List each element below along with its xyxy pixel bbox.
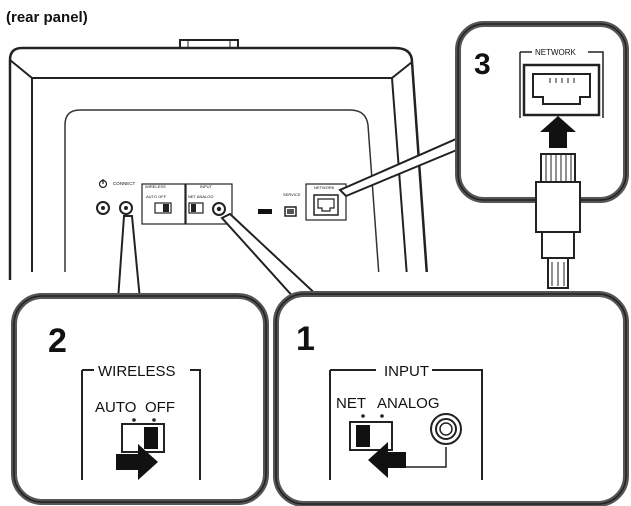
step3-number: 3 xyxy=(474,48,491,81)
input-analog-label: ANALOG xyxy=(377,395,440,412)
step1-number: 1 xyxy=(296,320,315,358)
input-title: INPUT xyxy=(384,363,429,380)
svg-text:SERVICE: SERVICE xyxy=(283,192,301,197)
input-label-small: INPUT xyxy=(200,184,213,189)
callout-input: 1 INPUT NET ANALOG xyxy=(220,212,629,506)
network-label-small: NETWORK xyxy=(314,185,335,190)
service-port xyxy=(258,209,272,214)
input-opts-small: NET ANALOG xyxy=(188,194,214,199)
slide-right-arrow-icon xyxy=(116,444,158,480)
slide-left-arrow-icon xyxy=(368,442,406,478)
wireless-off-label: OFF xyxy=(145,399,175,416)
wireless-title: WIRELESS xyxy=(98,363,176,380)
diagram-caption: (rear panel) xyxy=(6,9,88,26)
input-net-label: NET xyxy=(336,395,366,412)
network-port-large xyxy=(522,63,601,117)
wireless-auto-label: AUTO xyxy=(95,399,136,416)
step2-number: 2 xyxy=(48,322,67,360)
power-icon xyxy=(98,179,108,189)
ethernet-cable-icon xyxy=(535,153,581,289)
connect-label-small: CONNECT xyxy=(113,181,136,186)
callout-wireless: 2 WIRELESS AUTO OFF xyxy=(11,215,269,505)
insert-arrow-icon xyxy=(540,116,576,148)
callout-network: 3 NETWORK xyxy=(338,21,629,289)
network-title: NETWORK xyxy=(535,48,577,57)
callout-input-box xyxy=(273,291,629,506)
wireless-opts-small: AUTO OFF xyxy=(146,194,167,199)
wireless-label-small: WIRELESS xyxy=(145,184,166,189)
analog-jack-icon xyxy=(430,413,462,445)
